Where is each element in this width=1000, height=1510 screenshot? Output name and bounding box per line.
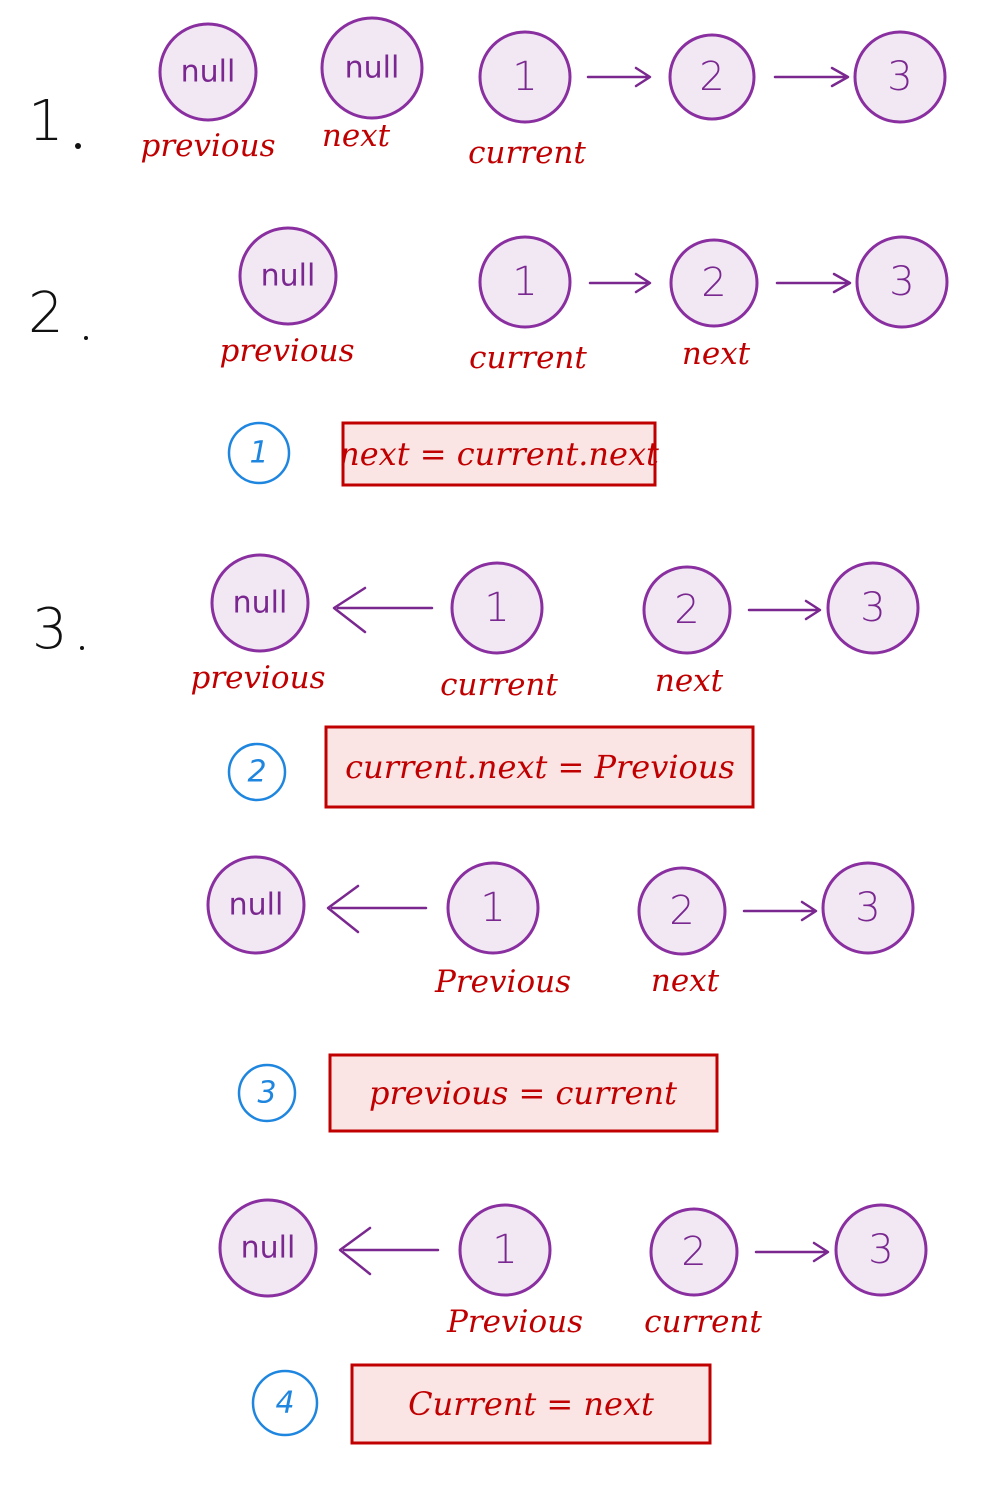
node-1	[450, 561, 544, 655]
code-box	[341, 421, 657, 487]
node-1-value: 1	[492, 1227, 517, 1273]
step-2-dot	[84, 336, 88, 340]
step-3: 3 null 1 2 3 previous current next 2 cur…	[32, 553, 920, 809]
arrow-2-to-3	[747, 599, 822, 621]
arrow-2-to-3	[773, 66, 850, 88]
node-null	[206, 855, 306, 955]
op-marker-number: 1	[249, 436, 268, 471]
node-3-value: 3	[855, 885, 880, 931]
node-null	[238, 226, 338, 326]
node-3	[855, 235, 949, 329]
arrow-1-to-2	[586, 66, 652, 88]
node-1-value: 1	[512, 259, 537, 305]
op-marker	[237, 1063, 297, 1123]
node-1-value: 1	[480, 885, 505, 931]
node-3-value: 3	[868, 1227, 893, 1273]
pointer-previous: Previous	[446, 1304, 583, 1340]
step-3c: null 1 2 3 Previous current 4 Current = …	[218, 1198, 928, 1445]
code-box	[350, 1363, 712, 1445]
step-3-dot	[80, 646, 84, 650]
node-null-previous-value: null	[181, 55, 236, 90]
node-3	[826, 561, 920, 655]
node-2	[669, 238, 759, 328]
node-2-value: 2	[674, 587, 699, 633]
pointer-current: current	[644, 1304, 762, 1340]
node-null-value: null	[229, 888, 284, 923]
node-null	[218, 1198, 318, 1298]
node-2	[642, 565, 732, 655]
code-box	[324, 725, 755, 809]
node-3	[853, 30, 947, 124]
arrow-2-to-3	[742, 900, 818, 922]
step-1: 1 null null 1 2 3 previous next current	[28, 16, 947, 171]
arrow-1-to-null	[338, 1226, 440, 1276]
node-2	[637, 866, 727, 956]
op-marker-number: 3	[257, 1076, 276, 1111]
arrow-1-to-null	[326, 884, 428, 934]
node-3-value: 3	[889, 259, 914, 305]
step-2-number: 2	[28, 281, 64, 346]
op-marker	[251, 1369, 319, 1437]
step-2: 2 null 1 2 3 previous current next 1 nex…	[28, 226, 949, 487]
node-3	[834, 1203, 928, 1297]
node-2-value: 2	[681, 1229, 706, 1275]
node-3-value: 3	[887, 54, 912, 100]
node-2-value: 2	[669, 888, 694, 934]
step-1-number: 1	[28, 89, 64, 154]
pointer-next: next	[322, 118, 391, 154]
op-marker	[227, 742, 287, 802]
pointer-current: current	[440, 667, 558, 703]
step-3-number: 3	[32, 597, 68, 662]
node-2	[668, 33, 756, 121]
node-1-value: 1	[512, 54, 537, 100]
node-1	[478, 235, 572, 329]
arrow-1-to-2	[588, 272, 652, 294]
pointer-previous: previous	[191, 660, 326, 696]
node-null-value: null	[241, 1231, 296, 1266]
code-statement: next = current.next	[339, 435, 659, 473]
node-null	[210, 553, 310, 653]
node-null-next-value: null	[345, 51, 400, 86]
pointer-next: next	[655, 663, 724, 699]
pointer-previous: Previous	[434, 964, 571, 1000]
arrow-2-to-3	[775, 272, 852, 294]
node-2-value: 2	[699, 54, 724, 100]
op-marker-number: 2	[247, 755, 266, 790]
pointer-current: current	[469, 340, 587, 376]
step-1-dot	[75, 143, 81, 149]
code-statement: Current = next	[408, 1385, 654, 1423]
pointer-next: next	[682, 336, 751, 372]
step-3b: null 1 2 3 Previous next 3 previous = cu…	[206, 855, 915, 1133]
arrow-1-to-null	[332, 586, 434, 634]
node-null-value: null	[261, 259, 316, 294]
node-1	[458, 1203, 552, 1297]
code-box	[328, 1053, 719, 1133]
node-1-value: 1	[484, 585, 509, 631]
node-2-value: 2	[701, 260, 726, 306]
code-statement: current.next = Previous	[345, 748, 735, 786]
node-1	[478, 30, 572, 124]
pointer-previous: previous	[141, 128, 276, 164]
code-statement: previous = current	[369, 1074, 677, 1112]
pointer-current: current	[468, 135, 586, 171]
node-null-next	[320, 16, 424, 120]
node-1	[446, 861, 540, 955]
pointer-previous: previous	[220, 333, 355, 369]
op-marker-number: 4	[275, 1386, 294, 1421]
node-3	[821, 861, 915, 955]
node-null-value: null	[233, 586, 288, 621]
op-marker	[227, 421, 291, 485]
node-3-value: 3	[860, 585, 885, 631]
pointer-next: next	[651, 963, 720, 999]
node-2	[649, 1207, 739, 1297]
arrow-2-to-3	[754, 1241, 830, 1263]
node-null-previous	[158, 22, 258, 122]
